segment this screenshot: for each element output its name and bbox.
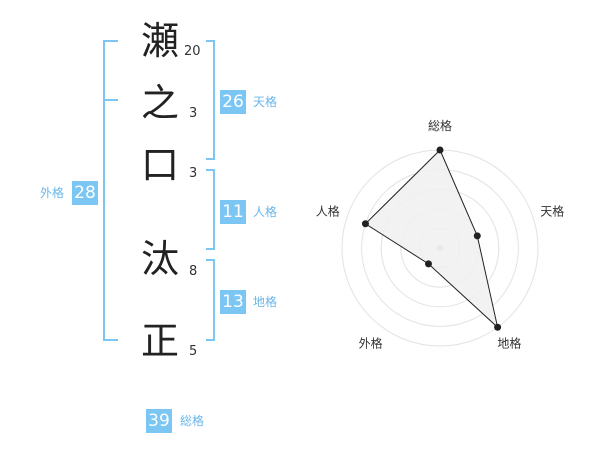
- radar-point-1: [436, 146, 444, 154]
- stroke-count-4: 8: [189, 264, 198, 279]
- gaikaku-bracket: [103, 40, 118, 341]
- gaikaku-value: 28: [72, 181, 98, 205]
- soukaku-label: 総格: [180, 414, 205, 428]
- stroke-count-3: 3: [189, 166, 198, 181]
- stroke-count-1: 20: [184, 44, 201, 59]
- kanji-4: 汰: [140, 237, 179, 281]
- kanji-2: 之: [140, 81, 179, 125]
- radar-axis-label: 人格: [316, 204, 340, 219]
- radar-point-5: [361, 220, 369, 228]
- radar-polygon: [364, 149, 499, 329]
- kanji-3: 口: [140, 143, 179, 187]
- jinkaku-value: 11: [220, 200, 246, 224]
- radar-axis-label: 外格: [359, 335, 383, 350]
- stroke-count-5: 5: [189, 344, 198, 359]
- radar-axis-label: 天格: [540, 204, 564, 219]
- tenkaku-label: 天格: [253, 95, 278, 109]
- tenkaku-value: 26: [220, 90, 246, 114]
- kanji-5: 正: [140, 319, 179, 363]
- radar-point-4: [424, 260, 432, 268]
- kanji-1: 瀬: [140, 19, 179, 63]
- radar-point-3: [494, 323, 502, 331]
- radar-point-2: [473, 232, 481, 240]
- gaikaku-label: 外格: [40, 186, 65, 200]
- jinkaku-bracket: [206, 169, 215, 250]
- radar-axis-label: 地格: [497, 335, 521, 350]
- chikaku-label: 地格: [253, 295, 278, 309]
- chikaku-value: 13: [220, 290, 246, 314]
- jinkaku-label: 人格: [253, 205, 278, 219]
- chikaku-bracket: [206, 259, 215, 341]
- stroke-count-2: 3: [189, 106, 198, 121]
- radar-axis-label: 総格: [428, 118, 452, 133]
- soukaku-value: 39: [146, 409, 172, 433]
- tenkaku-bracket: [206, 40, 215, 160]
